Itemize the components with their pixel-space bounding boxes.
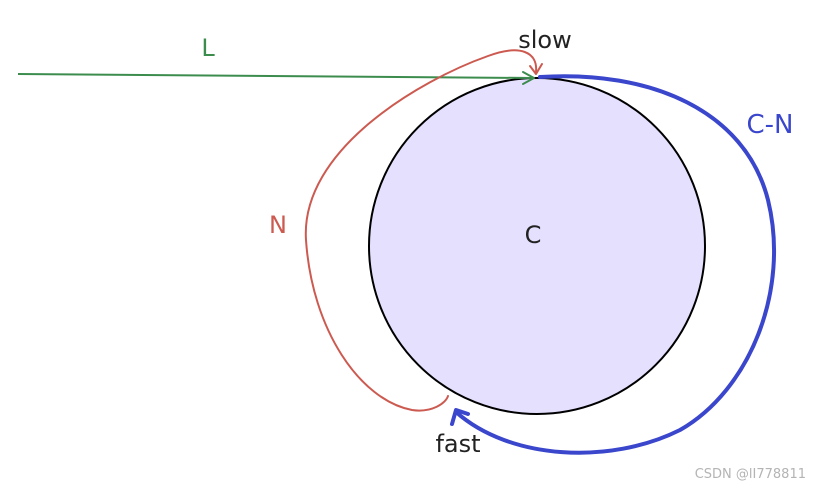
- csdn-watermark: CSDN @lI778811: [695, 467, 806, 482]
- arc-N: [304, 49, 538, 412]
- path-L-line: [17, 73, 534, 79]
- label-slow: slow: [518, 26, 571, 54]
- label-C-N: C-N: [747, 110, 794, 140]
- label-N: N: [269, 211, 287, 239]
- arc-N-arrowhead: [529, 63, 543, 75]
- arc-C-N: [454, 74, 777, 455]
- label-L: L: [201, 34, 215, 62]
- path-L-arrowhead: [522, 71, 535, 85]
- label-C: C: [525, 221, 542, 249]
- arc-C-N-arrowhead: [450, 408, 470, 426]
- cycle-circle: [368, 77, 706, 415]
- label-fast: fast: [435, 430, 480, 458]
